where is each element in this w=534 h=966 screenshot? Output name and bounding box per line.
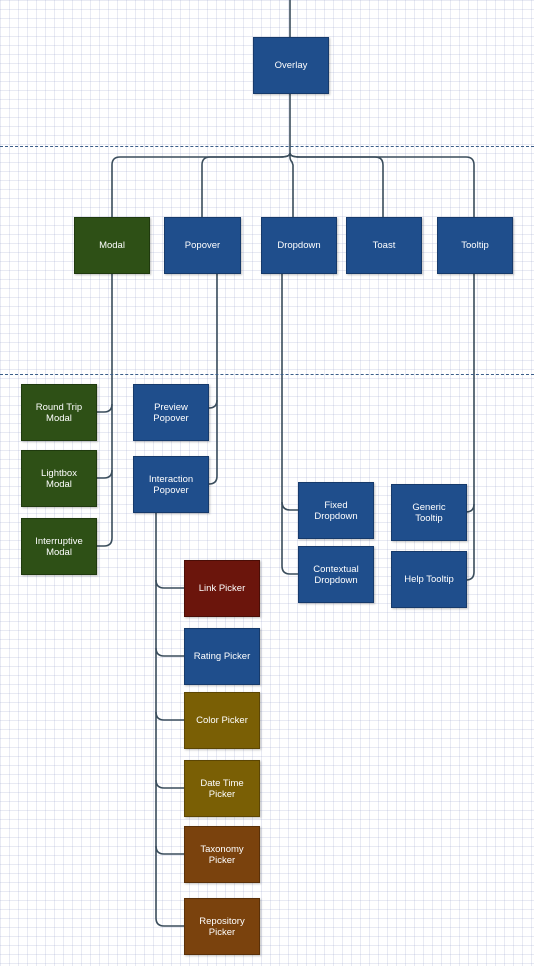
- connector-toast: [289, 152, 384, 217]
- node-label: Lightbox Modal: [41, 467, 77, 490]
- connector-modal-trunk: [97, 273, 113, 547]
- node-label: Tooltip: [461, 240, 489, 251]
- connector-popover: [201, 152, 291, 217]
- node-label: Round Trip Modal: [35, 401, 83, 424]
- node-generic-tooltip[interactable]: Generic Tooltip: [391, 484, 467, 541]
- node-toast[interactable]: Toast: [346, 217, 422, 274]
- connector-round-trip: [97, 403, 113, 413]
- node-label: Rating Picker: [193, 651, 251, 662]
- connector-picker-trunk: [155, 513, 185, 927]
- connector-taxonomy-picker: [155, 845, 185, 855]
- node-fixed-dropdown[interactable]: Fixed Dropdown: [298, 482, 374, 539]
- connector-fixed-dropdown: [281, 501, 298, 511]
- node-label: Interruptive Modal: [35, 535, 83, 558]
- node-label: Toast: [372, 240, 396, 251]
- node-label: Contextual Dropdown: [313, 563, 359, 586]
- connector-lightbox: [97, 469, 113, 479]
- connector-dropdown-trunk: [281, 273, 298, 575]
- node-round-trip-modal[interactable]: Round Trip Modal: [21, 384, 97, 441]
- node-label: Generic Tooltip: [412, 501, 446, 524]
- connector-dropdown: [289, 153, 294, 217]
- node-label: Preview Popover: [153, 401, 189, 424]
- connector-link-picker: [155, 579, 185, 589]
- connector-popover-trunk: [208, 273, 218, 485]
- node-overlay[interactable]: Overlay: [253, 37, 329, 94]
- node-popover[interactable]: Popover: [164, 217, 241, 274]
- connector-tooltip: [289, 152, 475, 217]
- node-tooltip[interactable]: Tooltip: [437, 217, 513, 274]
- node-color-picker[interactable]: Color Picker: [184, 692, 260, 749]
- node-help-tooltip[interactable]: Help Tooltip: [391, 551, 467, 608]
- node-label: Fixed Dropdown: [314, 499, 358, 522]
- node-label: Help Tooltip: [404, 574, 454, 585]
- node-label: Dropdown: [277, 240, 321, 251]
- node-dropdown[interactable]: Dropdown: [261, 217, 337, 274]
- node-label: Repository Picker: [199, 915, 245, 938]
- connector-generic-tooltip: [465, 503, 475, 513]
- node-preview-popover[interactable]: Preview Popover: [133, 384, 209, 441]
- connector-date-picker: [155, 779, 185, 789]
- node-modal[interactable]: Modal: [74, 217, 150, 274]
- node-interruptive-modal[interactable]: Interruptive Modal: [21, 518, 97, 575]
- node-rating-picker[interactable]: Rating Picker: [184, 628, 260, 685]
- node-link-picker[interactable]: Link Picker: [184, 560, 260, 617]
- node-label: Interaction Popover: [148, 473, 194, 496]
- node-label: Date Time Picker: [200, 777, 244, 800]
- node-taxonomy-picker[interactable]: Taxonomy Picker: [184, 826, 260, 883]
- node-date-time-picker[interactable]: Date Time Picker: [184, 760, 260, 817]
- node-label: Link Picker: [198, 583, 246, 594]
- node-label: Overlay: [274, 60, 308, 71]
- separator-line: [0, 374, 534, 375]
- separator-line: [0, 146, 534, 147]
- connector-color-picker: [155, 711, 185, 721]
- connector-rating-picker: [155, 647, 185, 657]
- node-label: Taxonomy Picker: [200, 843, 244, 866]
- connector-tooltip-trunk: [465, 273, 475, 581]
- node-label: Popover: [184, 240, 221, 251]
- connector-preview: [208, 399, 218, 409]
- node-repository-picker[interactable]: Repository Picker: [184, 898, 260, 955]
- node-interaction-popover[interactable]: Interaction Popover: [133, 456, 209, 513]
- node-contextual-dropdown[interactable]: Contextual Dropdown: [298, 546, 374, 603]
- connector-modal: [111, 152, 291, 217]
- node-lightbox-modal[interactable]: Lightbox Modal: [21, 450, 97, 507]
- node-label: Color Picker: [196, 715, 248, 726]
- node-label: Modal: [99, 240, 125, 251]
